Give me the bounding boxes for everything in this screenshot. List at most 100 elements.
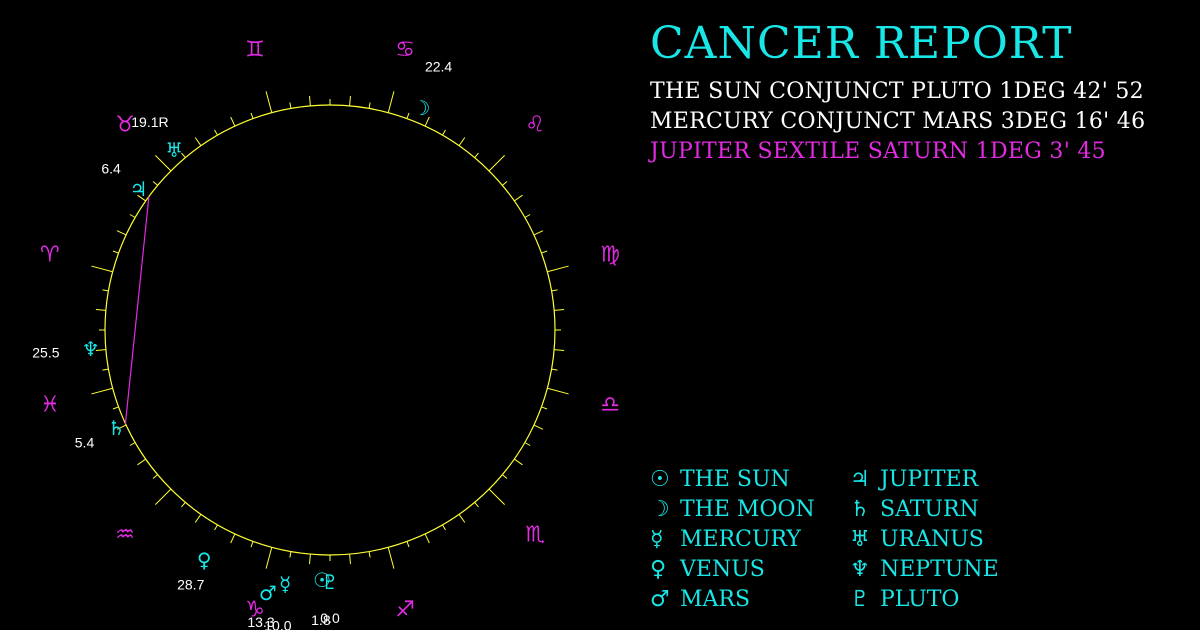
wheel-tick xyxy=(524,214,531,218)
wheel-tick xyxy=(349,554,351,565)
wheel-tick xyxy=(102,289,109,292)
wheel-tick xyxy=(442,129,446,136)
mars-degree-label: 13.3 xyxy=(247,614,274,630)
wheel-tick xyxy=(129,214,136,218)
wheel-tick xyxy=(541,250,548,254)
mercury-planet-icon: ☿ xyxy=(279,572,291,596)
libra-sign-icon: ♎ xyxy=(600,393,620,418)
legend-item-mars: ♂MARS xyxy=(650,587,751,612)
legend-item-uranus: ♅URANUS xyxy=(850,527,984,552)
wheel-tick xyxy=(368,551,371,558)
aries-sign-icon: ♈ xyxy=(40,242,60,267)
sign-glyphs: ♈♉♊♋♌♍♎♏♐♑♒♓ xyxy=(40,37,620,622)
aspect-lines xyxy=(124,196,150,424)
wheel-tick xyxy=(181,152,186,158)
pluto-degree-label: 0.0 xyxy=(320,610,340,626)
wheel-tick xyxy=(289,551,292,558)
jupiter-icon: ♃ xyxy=(850,467,870,492)
planet-glyphs: ☉1.8☽22.4☿10.0♀28.7♂13.3♃6.4♄5.4♅19.1R♆2… xyxy=(32,59,452,630)
wheel-tick xyxy=(502,474,508,479)
wheel-tick xyxy=(551,289,558,292)
wheel-tick xyxy=(387,547,395,569)
mercury-degree-label: 10.0 xyxy=(264,617,291,630)
virgo-sign-icon: ♍ xyxy=(600,242,620,267)
sun-planet-icon: ☉ xyxy=(313,568,331,592)
legend-item-pluto: ♇PLUTO xyxy=(850,587,960,612)
wheel-tick xyxy=(91,265,113,273)
jupiter-degree-label: 6.4 xyxy=(101,161,121,177)
wheel-tick xyxy=(116,230,127,236)
moon-planet-icon: ☽ xyxy=(412,96,430,120)
wheel-tick xyxy=(533,424,544,430)
wheel-ring xyxy=(104,104,556,556)
moon-degree-label: 22.4 xyxy=(425,59,452,75)
mars-planet-icon: ♂ xyxy=(259,581,277,605)
moon-icon: ☽ xyxy=(650,497,670,522)
wheel-tick xyxy=(230,116,236,127)
wheel-tick xyxy=(137,194,146,202)
wheel-tick xyxy=(154,154,172,172)
uranus-degree-label: 19.1R xyxy=(131,114,168,130)
wheel-tick xyxy=(554,309,565,311)
wheel-tick xyxy=(194,514,202,523)
capricorn-sign-icon: ♑ xyxy=(245,598,265,623)
sun-degree-label: 1.8 xyxy=(311,612,331,628)
legend-item-neptune: ♆NEPTUNE xyxy=(850,557,999,582)
taurus-sign-icon: ♉ xyxy=(115,112,135,137)
wheel-tick xyxy=(488,488,506,506)
saturn-degree-label: 5.4 xyxy=(75,434,95,450)
wheel-tick xyxy=(458,137,466,146)
wheel-tick xyxy=(547,265,569,273)
wheel-tick xyxy=(524,442,531,446)
wheel-tick xyxy=(265,547,273,569)
uranus-icon: ♅ xyxy=(850,527,870,552)
saturn-icon: ♄ xyxy=(850,497,870,522)
wheel-tick xyxy=(112,406,119,410)
wheel-tick xyxy=(152,181,158,186)
wheel-tick xyxy=(250,112,254,119)
aquarius-sign-icon: ♒ xyxy=(115,523,135,548)
jupiter-planet-icon: ♃ xyxy=(129,177,147,201)
legend-item-sun: ☉THE SUN xyxy=(650,467,790,492)
wheel-tick xyxy=(152,474,158,479)
wheel-tick xyxy=(442,524,446,531)
wheel-tick xyxy=(214,524,218,531)
wheel-tick xyxy=(181,502,186,508)
wheel-tick xyxy=(387,91,395,113)
wheel-tick xyxy=(424,116,430,127)
wheel-tick xyxy=(95,349,106,351)
venus-planet-icon: ♀ xyxy=(197,548,212,572)
report-title: CANCER REPORT xyxy=(650,18,1073,69)
gemini-sign-icon: ♊ xyxy=(245,37,265,62)
aspect-line-3: JUPITER SEXTILE SATURN 1DEG 3' 45 xyxy=(650,139,1106,164)
wheel-tick xyxy=(533,230,544,236)
wheel-tick xyxy=(541,406,548,410)
wheel-tick xyxy=(95,309,106,311)
scorpio-sign-icon: ♏ xyxy=(525,523,545,548)
saturn-planet-icon: ♄ xyxy=(107,416,125,440)
wheel-tick xyxy=(91,387,113,395)
aspect-line-2: MERCURY CONJUNCT MARS 3DEG 16' 46 xyxy=(650,109,1146,134)
wheel-tick xyxy=(102,368,109,371)
wheel-tick xyxy=(458,514,466,523)
venus-degree-label: 28.7 xyxy=(177,576,204,592)
wheel-tick xyxy=(502,181,508,186)
legend-item-mercury: ☿MERCURY xyxy=(650,527,801,552)
pluto-planet-icon: ♇ xyxy=(321,570,339,594)
mercury-icon: ☿ xyxy=(650,527,664,552)
legend-item-saturn: ♄SATURN xyxy=(850,497,979,522)
neptune-degree-label: 25.5 xyxy=(32,344,59,360)
wheel-ticks xyxy=(91,91,569,569)
wheel-tick xyxy=(309,95,311,106)
chart-wheel: ♈♉♊♋♌♍♎♏♐♑♒♓ ☉1.8☽22.4☿10.0♀28.7♂13.3♃6.… xyxy=(32,37,620,630)
mars-icon: ♂ xyxy=(650,587,670,612)
wheel-tick xyxy=(129,442,136,446)
wheel-tick xyxy=(116,424,127,430)
wheel-tick xyxy=(230,533,236,544)
wheel-tick xyxy=(551,368,558,371)
wheel-tick xyxy=(250,541,254,548)
aspect-line-1: THE SUN CONJUNCT PLUTO 1DEG 42' 52 xyxy=(650,79,1144,104)
leo-sign-icon: ♌ xyxy=(525,112,545,137)
wheel-tick xyxy=(488,154,506,172)
legend-item-venus: ♀VENUS xyxy=(650,557,765,582)
